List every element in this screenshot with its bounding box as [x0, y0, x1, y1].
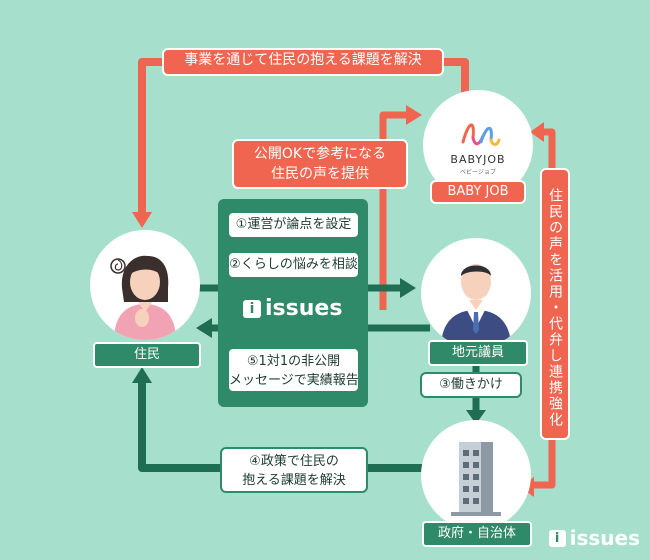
- government-building-icon: [451, 442, 501, 516]
- label-public-ok-line1: 公開OKで参考になる: [253, 146, 387, 162]
- arrow-green-bottom-head: [132, 367, 152, 383]
- label-top-banner: 事業を通じて住民の抱える課題を解決: [162, 48, 444, 76]
- arrow-green-to-resident-head: [196, 318, 212, 338]
- babyjob-subtext: ベビージョブ: [460, 169, 496, 176]
- arrow-red-top-head: [132, 212, 152, 228]
- step-5-box: ⑤1対1の非公開 メッセージで実績報告: [227, 347, 360, 393]
- government-circle: [421, 420, 531, 530]
- footer-issues-mark-icon: i: [548, 529, 566, 547]
- node-councilor-label: 地元議員: [428, 340, 528, 366]
- label-vertical-right: 住民の声を活用・代弁し連携強化: [540, 168, 570, 440]
- node-resident-label: 住民: [93, 342, 201, 368]
- babyjob-logo-icon: [461, 123, 501, 146]
- step-4-line1: ④政策で住民の: [249, 454, 339, 469]
- step-1-box: ①運営が論点を設定: [227, 211, 360, 239]
- arrow-green-to-councilor-head: [400, 278, 416, 298]
- arrow-red-right-head: [530, 122, 544, 142]
- resident-circle: [90, 230, 200, 340]
- footer-issues-logo-text: issues: [569, 526, 640, 550]
- resident-woman-icon: [110, 255, 176, 340]
- babyjob-wordmark: BABYJOB: [450, 153, 506, 166]
- step-2-box: ②くらしの悩みを相談: [227, 251, 360, 279]
- node-babyjob-label: BABY JOB: [430, 180, 526, 204]
- issues-panel-logo: i issues: [243, 296, 342, 321]
- arrow-green-down-head: [466, 410, 486, 424]
- arrow-red-public-ok: [379, 111, 410, 310]
- step-4-line2: 抱える課題を解決: [242, 473, 346, 488]
- step-5-line1: ⑤1対1の非公開: [246, 354, 341, 369]
- councilor-circle: [421, 238, 531, 348]
- step-5-line2: メッセージで実績報告: [229, 373, 359, 388]
- issues-panel-logo-text: issues: [265, 296, 343, 321]
- footer-issues-logo: i issues: [548, 526, 640, 550]
- arrow-red-public-ok-head: [406, 105, 422, 125]
- councilor-man-icon: [441, 264, 511, 348]
- step-4-box: ④政策で住民の 抱える課題を解決: [220, 447, 368, 493]
- step-3-box: ③働きかけ: [420, 372, 522, 398]
- label-public-ok: 公開OKで参考になる 住民の声を提供: [232, 139, 408, 189]
- label-public-ok-line2: 住民の声を提供: [271, 166, 369, 182]
- node-government-label: 政府・自治体: [422, 521, 532, 547]
- issues-mark-icon: i: [243, 299, 261, 318]
